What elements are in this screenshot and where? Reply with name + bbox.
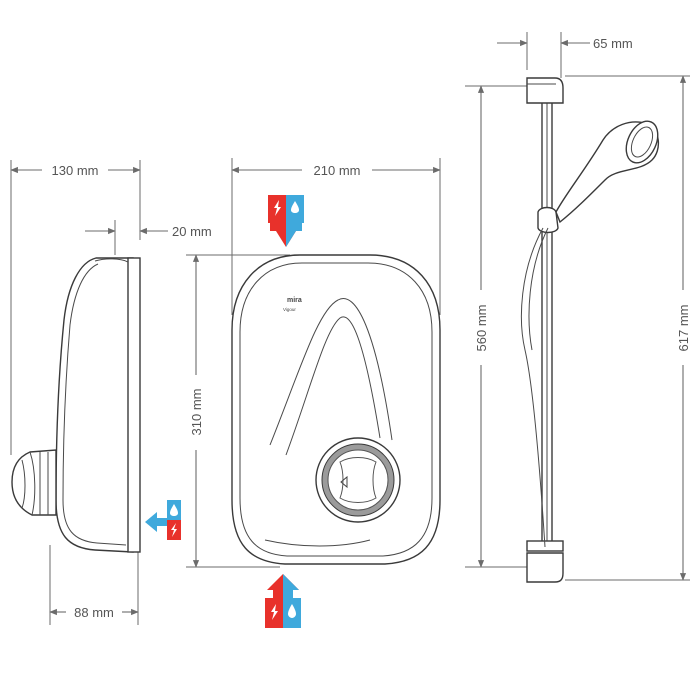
front-view: 210 mm 310 mm mira Vigour xyxy=(186,158,441,568)
dim-front-height-label: 310 mm xyxy=(189,389,204,436)
dim-side-base-label: 88 mm xyxy=(74,605,114,620)
front-body-inner-rim xyxy=(239,262,433,557)
dim-rail-overall-label: 617 mm xyxy=(676,305,691,352)
front-arc-outer xyxy=(269,298,393,446)
electric-water-entry-bottom-icon xyxy=(265,574,301,628)
front-brand-model: Vigour xyxy=(283,307,296,312)
shower-hose-inner xyxy=(528,227,549,351)
front-control-knob xyxy=(315,437,401,523)
dim-side-offset-label: 20 mm xyxy=(172,224,212,239)
side-top-lip xyxy=(94,258,129,263)
dim-rail-length-label: 560 mm xyxy=(474,305,489,352)
side-view: 130 mm 20 mm 88 mm xyxy=(10,160,212,625)
shower-hose xyxy=(520,227,546,548)
side-knob-ridges xyxy=(21,451,49,516)
rail-top-bracket xyxy=(526,77,564,104)
electric-water-entry-top-icon xyxy=(268,195,304,247)
front-brand-name: mira xyxy=(287,297,302,304)
side-back-plate xyxy=(127,257,141,553)
side-body-inner-line xyxy=(62,263,127,546)
dim-front-width-label: 210 mm xyxy=(314,163,361,178)
front-bottom-line xyxy=(264,539,371,547)
rail-bottom-bracket xyxy=(526,552,564,583)
electric-water-entry-side-icon xyxy=(145,500,181,540)
dim-side-depth-label: 130 mm xyxy=(52,163,99,178)
rail-view: 65 mm 560 mm 617 mm xyxy=(465,32,691,583)
shower-head-inner xyxy=(630,126,654,158)
front-arc-inner xyxy=(285,316,381,456)
side-body-shell xyxy=(55,257,134,553)
shower-head-face xyxy=(625,120,659,164)
dim-rail-offset-label: 65 mm xyxy=(593,36,633,51)
